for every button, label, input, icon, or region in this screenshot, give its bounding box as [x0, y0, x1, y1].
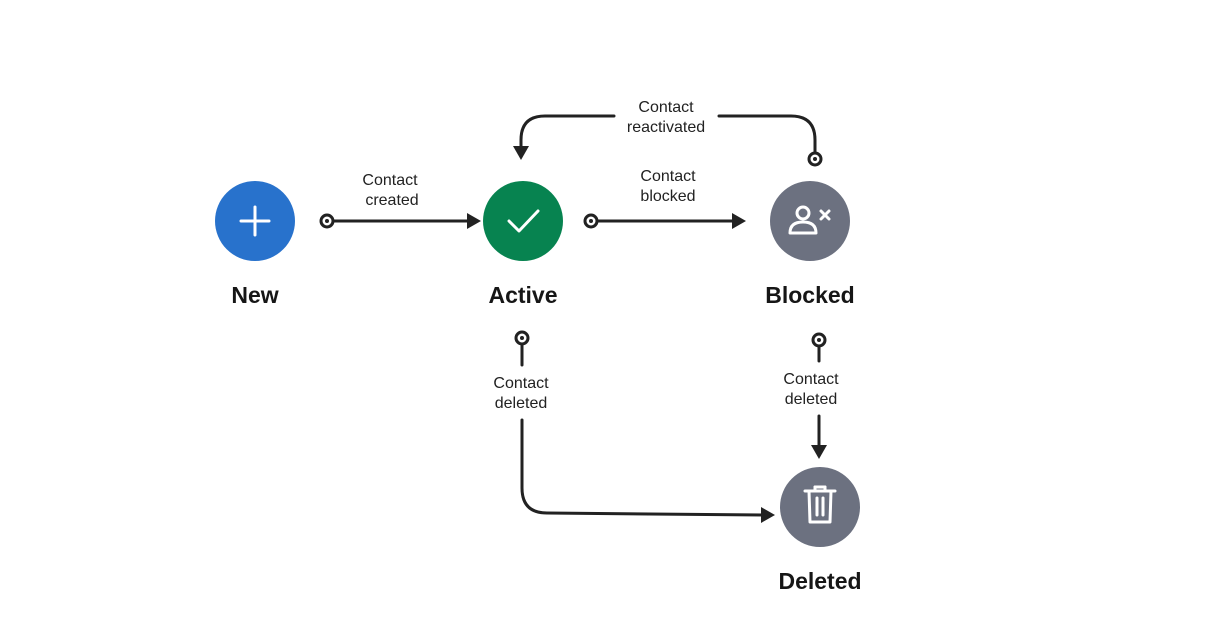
node-deleted-circle — [780, 467, 860, 547]
edge-contact-reactivated: Contact reactivated — [513, 99, 823, 167]
node-active[interactable]: Active — [483, 181, 563, 308]
edge-blocked-deleted-label-line1: Contact — [783, 371, 839, 388]
checkmark-icon — [507, 209, 540, 233]
edge-blocked-label-line2: blocked — [640, 188, 695, 205]
edge-active-deleted: Contact deleted — [493, 330, 775, 523]
edge-active-deleted-label-line1: Contact — [493, 375, 549, 392]
edge-reactivated-label-line2: reactivated — [627, 119, 705, 136]
node-deleted-label: Deleted — [778, 568, 861, 594]
edge-contact-blocked: Contact blocked — [583, 168, 746, 229]
node-blocked[interactable]: Blocked — [765, 181, 855, 308]
node-blocked-circle — [770, 181, 850, 261]
trash-icon — [803, 485, 837, 524]
node-deleted[interactable]: Deleted — [778, 467, 862, 594]
edge-active-deleted-line-bottom — [520, 418, 765, 517]
edge-blocked-deleted-label-line2: deleted — [785, 391, 838, 408]
edge-active-deleted-arrowhead — [761, 507, 775, 523]
edge-active-deleted-label-line2: deleted — [495, 395, 548, 412]
plus-icon — [239, 205, 271, 237]
edge-created-label-line2: created — [365, 192, 418, 209]
edge-blocked-label-line1: Contact — [640, 168, 696, 185]
user-blocked-icon — [788, 205, 831, 235]
edge-reactivated-label-line1: Contact — [638, 99, 694, 116]
node-new-label: New — [231, 282, 278, 308]
node-new[interactable]: New — [215, 181, 295, 308]
edge-reactivated-line-left — [519, 114, 616, 150]
node-active-circle — [483, 181, 563, 261]
edge-reactivated-arrowhead — [513, 146, 529, 160]
edge-blocked-deleted-arrowhead — [811, 445, 827, 459]
node-active-label: Active — [488, 282, 557, 308]
edge-created-arrowhead — [467, 213, 481, 229]
edge-blocked-arrowhead — [732, 213, 746, 229]
edge-blocked-deleted: Contact deleted — [783, 332, 839, 459]
edge-contact-created: Contact created — [319, 172, 481, 229]
node-blocked-label: Blocked — [765, 282, 854, 308]
edge-reactivated-line-right — [717, 114, 817, 161]
edge-created-label-line1: Contact — [362, 172, 418, 189]
